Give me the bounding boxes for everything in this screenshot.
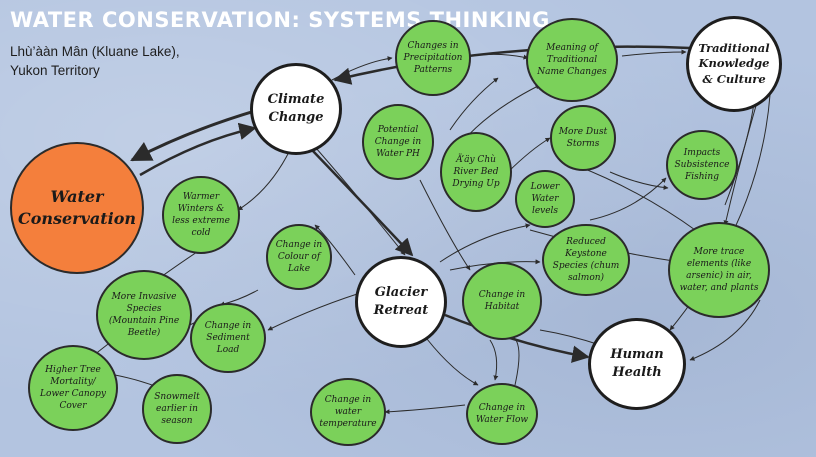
arrow-climate-to-water-conservation — [130, 108, 259, 162]
location-line-1: Lhù’ààn Mân (Kluane Lake), — [10, 44, 180, 59]
page-title: WATER CONSERVATION: SYSTEMS THINKING — [10, 8, 550, 32]
node-water-ph: Potential Change in Water PH — [362, 104, 434, 180]
node-water-temp: Change in water temperature — [310, 378, 386, 446]
node-trace-elements: More trace elements (like arsenic) in ai… — [668, 222, 770, 318]
node-dust-storms: More Dust Storms — [550, 105, 616, 171]
node-glacier-retreat: Glacier Retreat — [355, 256, 447, 348]
node-colour-lake: Change in Colour of Lake — [266, 224, 332, 290]
node-traditional-names: Meaning of Traditional Name Changes — [526, 18, 618, 102]
node-warmer-winters: Warmer Winters & less extreme cold — [162, 176, 240, 254]
node-climate-change: Climate Change — [250, 63, 342, 155]
arrow-traditional-to-climate — [333, 45, 691, 85]
arrow-glacier-to-human-health — [444, 313, 590, 363]
node-river-bed: Ä’äy Chù River Bed Drying Up — [440, 132, 512, 212]
node-sediment: Change in Sediment Load — [190, 303, 266, 373]
node-habitat: Change in Habitat — [462, 262, 542, 340]
node-precipitation: Changes in Precipitation Patterns — [395, 20, 471, 96]
node-invasive: More Invasive Species (Mountain Pine Bee… — [96, 270, 192, 360]
node-keystone: Reduced Keystone Species (chum salmon) — [542, 224, 630, 296]
arrow-water-conservation-to-climate — [139, 122, 257, 177]
node-human-health: Human Health — [588, 318, 686, 410]
node-traditional-knowledge: Traditional Knowledge & Culture — [686, 16, 782, 112]
location-line-2: Yukon Territory — [10, 63, 100, 78]
node-water-flow: Change in Water Flow — [466, 383, 538, 445]
node-lower-water: Lower Water levels — [515, 170, 575, 228]
node-subsistence: Impacts Subsistence Fishing — [666, 130, 738, 200]
node-water-conservation: Water Conservation — [10, 142, 144, 274]
node-snowmelt: Snowmelt earlier in season — [142, 374, 212, 444]
node-tree-mortality: Higher Tree Mortality/ Lower Canopy Cove… — [28, 345, 118, 431]
